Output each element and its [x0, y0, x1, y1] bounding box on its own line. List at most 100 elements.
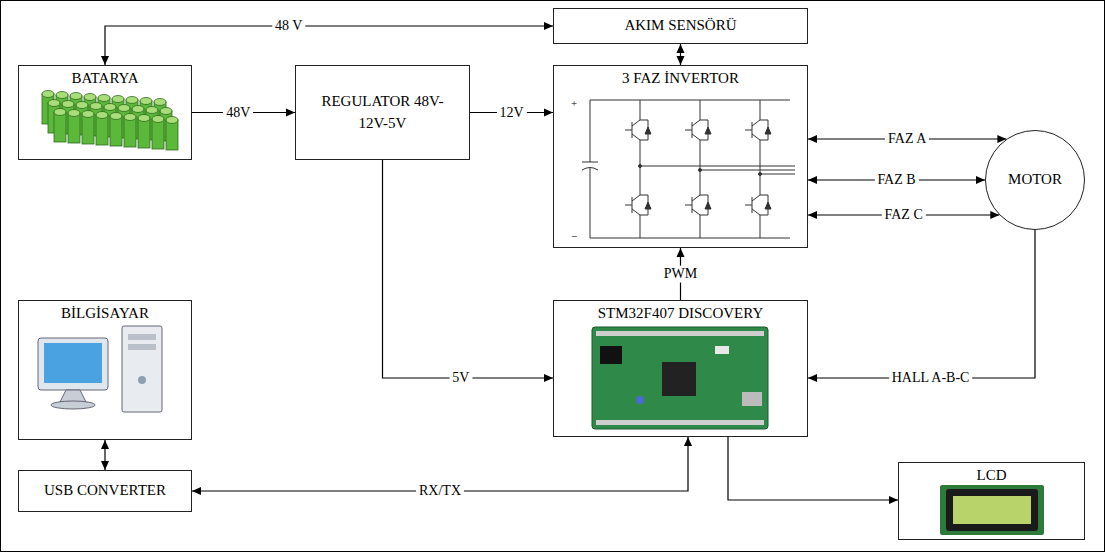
arrow-head: [677, 44, 685, 53]
battery-cell-top: [54, 109, 66, 116]
battery-cell-top: [76, 102, 88, 109]
connector: [101, 440, 109, 470]
diode-lead: [648, 195, 649, 215]
transistor-lead: [632, 209, 640, 215]
diode-lead: [700, 140, 708, 141]
inverter-schematic: [582, 100, 795, 238]
diode-lead: [700, 120, 708, 121]
leg-wire: [640, 140, 641, 195]
connector: [728, 437, 898, 504]
stm32-board-illustration: [592, 327, 768, 429]
battery-cell-top: [90, 103, 102, 110]
pcb: [592, 327, 768, 429]
computer-tower: [122, 326, 162, 412]
transistor-gate: [625, 130, 632, 131]
transistor-lead: [632, 120, 640, 126]
battery-cell-top: [56, 92, 68, 99]
lcd-screen: [953, 496, 1031, 524]
battery-cell-top: [154, 99, 166, 106]
transistor-lead: [692, 120, 700, 126]
junction-dot: [759, 173, 762, 176]
controller-box: STM32F407 DISCOVERY: [553, 300, 808, 437]
power-button: [138, 376, 146, 384]
diode-lead: [768, 195, 769, 215]
arrow-head: [808, 211, 817, 219]
connector-line: [105, 26, 553, 65]
transistor-lead: [752, 209, 760, 215]
diode-lead: [640, 120, 648, 121]
diode-lead: [708, 120, 709, 140]
phase-output: [640, 166, 795, 167]
junction-dot: [699, 169, 702, 172]
monitor-screen: [44, 343, 102, 383]
arrow-head: [192, 487, 201, 495]
arrow-head: [808, 176, 817, 184]
diode-lead: [760, 120, 768, 121]
signal-label: RX/TX: [416, 483, 464, 500]
battery-cell-top: [166, 117, 178, 124]
connector-line: [808, 230, 1035, 378]
lcd-bezel: [946, 489, 1038, 531]
battery-cell-top: [104, 104, 116, 111]
arrow-head: [808, 135, 817, 143]
battery-cell: [110, 116, 122, 146]
transistor-lead: [752, 120, 760, 126]
diode-lead: [760, 195, 768, 196]
polarity-sign: +: [571, 98, 577, 109]
arrow-head: [544, 22, 553, 30]
transistor-gate: [745, 205, 752, 206]
signal-label: 48 V: [272, 18, 305, 35]
diode-lead: [640, 140, 648, 141]
lcd-pcb: [940, 485, 1044, 535]
battery-cell-top: [132, 106, 144, 113]
monitor-base: [51, 401, 95, 409]
battery-box: BATARYA: [18, 65, 192, 160]
drive-slot: [128, 334, 156, 340]
battery-cell: [124, 117, 136, 147]
arrow-head: [808, 374, 817, 382]
signal-label: PWM: [661, 266, 700, 283]
signal-label: FAZ A: [885, 131, 929, 148]
transistor-lead: [752, 134, 760, 140]
leg-wire: [760, 100, 761, 120]
battery-cell-top: [48, 100, 60, 107]
phase-output: [700, 170, 795, 171]
connector: [808, 230, 1035, 382]
battery-cell-top: [126, 97, 138, 104]
signal-label: 5V: [449, 370, 472, 387]
battery-cell-top: [160, 108, 172, 115]
signal-label: HALL A-B-C: [889, 370, 973, 387]
pin-header: [596, 420, 764, 425]
battery-cell-top: [84, 94, 96, 101]
battery-cell-top: [68, 110, 80, 117]
arrow-head: [889, 496, 898, 504]
arrow-head: [101, 440, 109, 449]
diode-lead: [640, 215, 648, 216]
transistor-gate: [625, 205, 632, 206]
arrow-head: [677, 56, 685, 65]
arrow-head: [677, 248, 685, 257]
usb-port: [742, 392, 762, 406]
connector-line: [728, 437, 898, 500]
leg-wire: [760, 140, 761, 195]
motor-circle: MOTOR: [985, 130, 1085, 230]
inverter-box: 3 FAZ İNVERTOR: [553, 65, 808, 248]
battery-cell: [82, 114, 94, 144]
battery-cell-top: [98, 95, 110, 102]
regulator-box: REGULATOR 48V-12V-5V: [295, 65, 470, 160]
computer-box: BİLGİSAYAR: [18, 300, 192, 440]
node-label: BİLGİSAYAR: [61, 303, 149, 325]
diode-lead: [768, 120, 769, 140]
signal-label: 12V: [496, 104, 526, 121]
polarity-sign: −: [571, 231, 577, 242]
connector-line: [383, 160, 554, 378]
lcd-illustration: [940, 485, 1044, 535]
battery-cell-top: [138, 115, 150, 122]
component: [715, 346, 729, 354]
battery-cell-top: [62, 101, 74, 108]
leg-wire: [640, 215, 641, 238]
drive-slot: [128, 344, 156, 350]
connector: [101, 22, 553, 65]
battery-cell-top: [42, 91, 54, 98]
